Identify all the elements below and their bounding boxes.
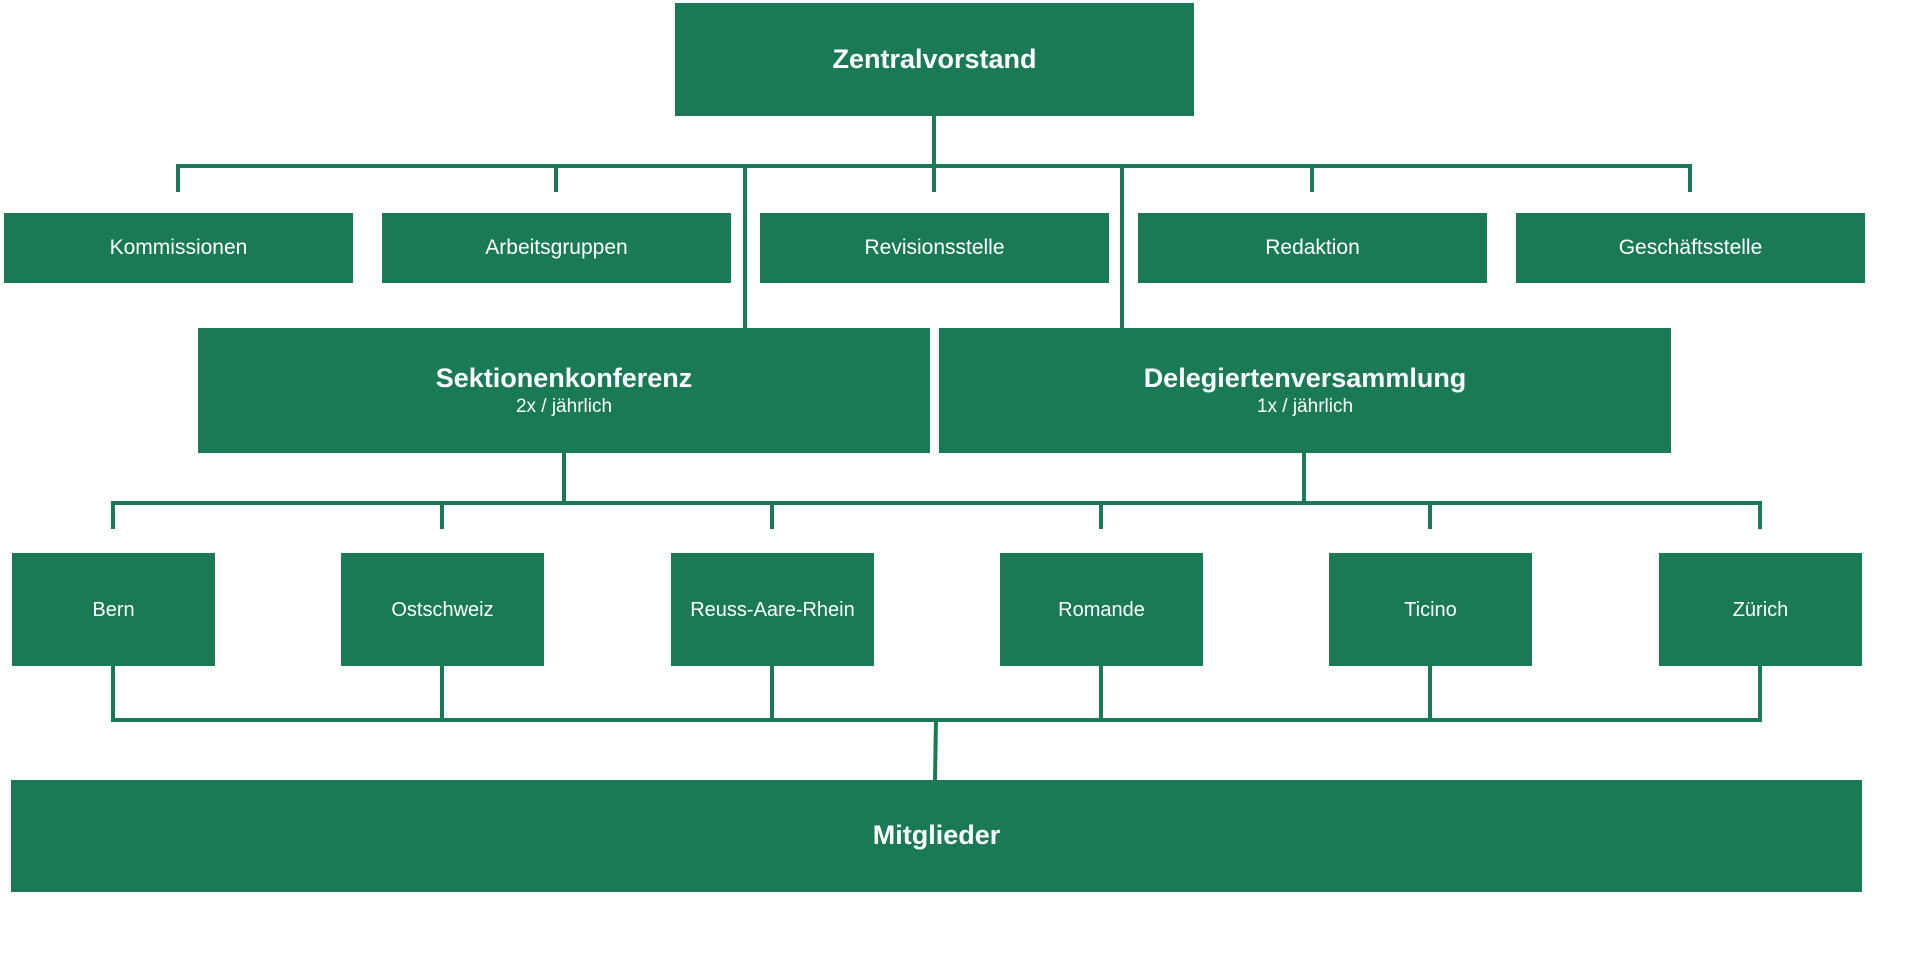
department-revisionsstelle: Revisionsstelle [760, 213, 1109, 283]
department-redaktion: Redaktion [1138, 213, 1487, 283]
mitglieder-title: Mitglieder [872, 820, 1001, 851]
department-label: Arbeitsgruppen [485, 236, 628, 260]
section-label: Bern [92, 598, 135, 621]
zentralvorstand-box: Zentralvorstand [675, 3, 1194, 116]
department-geschaeftsstelle: Geschäftsstelle [1516, 213, 1865, 283]
department-label: Kommissionen [109, 236, 248, 260]
department-label: Redaktion [1265, 236, 1360, 260]
department-label: Geschäftsstelle [1618, 236, 1763, 260]
connector-mitglieder [932, 717, 939, 783]
section-reuss-aare-rhein: Reuss-Aare-Rhein [671, 553, 874, 666]
delegiertenversammlung-box: Delegiertenversammlung 1x / jährlich [939, 328, 1671, 453]
section-label: Romande [1058, 598, 1145, 621]
section-romande: Romande [1000, 553, 1203, 666]
section-label: Zürich [1732, 598, 1789, 621]
assembly-frequency: 1x / jährlich [1256, 395, 1354, 417]
department-arbeitsgruppen: Arbeitsgruppen [382, 213, 731, 283]
sektionenkonferenz-box: Sektionenkonferenz 2x / jährlich [198, 328, 930, 453]
assembly-title: Delegiertenversammlung [1143, 362, 1467, 393]
section-label: Reuss-Aare-Rhein [690, 598, 855, 621]
department-kommissionen: Kommissionen [4, 213, 353, 283]
mitglieder-box: Mitglieder [11, 780, 1862, 892]
section-label: Ostschweiz [391, 598, 494, 621]
section-zuerich: Zürich [1659, 553, 1862, 666]
section-ostschweiz: Ostschweiz [341, 553, 544, 666]
section-label: Ticino [1404, 598, 1457, 621]
assembly-frequency: 2x / jährlich [515, 395, 613, 417]
section-ticino: Ticino [1329, 553, 1532, 666]
assembly-title: Sektionenkonferenz [435, 362, 693, 393]
section-bern: Bern [12, 553, 215, 666]
department-label: Revisionsstelle [864, 236, 1005, 260]
zentralvorstand-title: Zentralvorstand [832, 43, 1037, 74]
